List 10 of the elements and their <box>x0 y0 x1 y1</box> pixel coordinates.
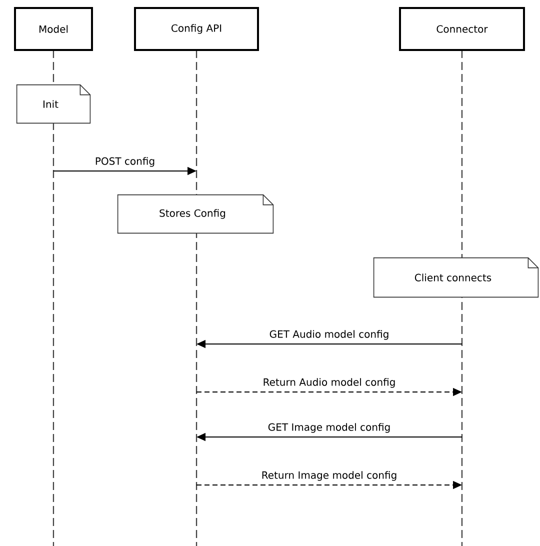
edge-label: Return Audio model config <box>262 377 397 389</box>
participant-box: Config API <box>134 7 259 51</box>
edge-label: Return Image model config <box>260 470 398 482</box>
edge-label: GET Audio model config <box>268 329 390 341</box>
note: Client connects <box>373 257 539 298</box>
edge-label: POST config <box>94 156 156 168</box>
participant-box: Connector <box>399 7 525 51</box>
note: Stores Config <box>117 194 274 234</box>
edge-label: GET Image model config <box>266 422 392 434</box>
participant-box: Model <box>14 7 93 51</box>
